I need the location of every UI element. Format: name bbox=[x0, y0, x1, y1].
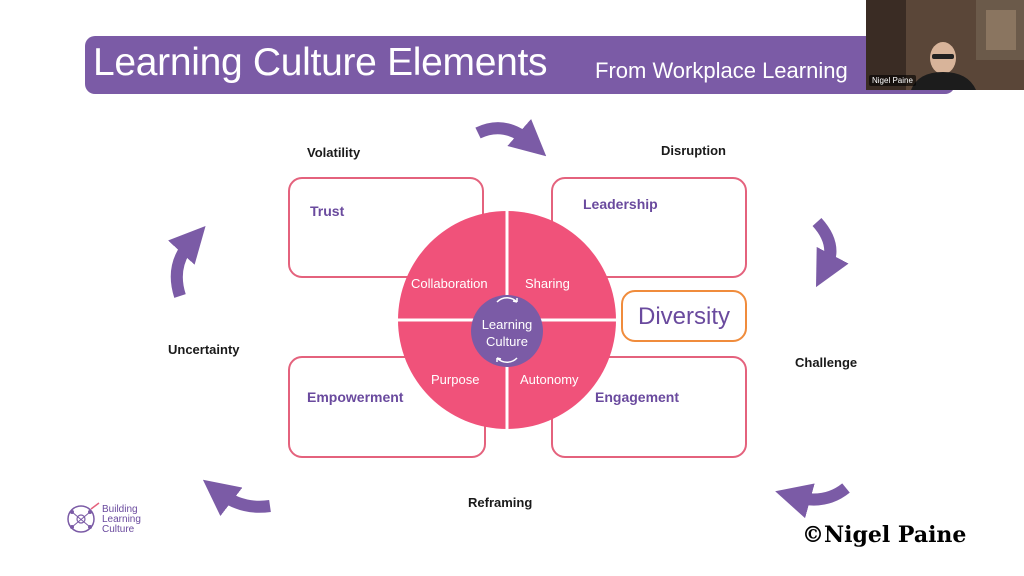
label-trust: Trust bbox=[310, 203, 345, 219]
logo-text-line2: Learning bbox=[102, 514, 141, 525]
slide-subtitle: From Workplace Learning bbox=[595, 58, 848, 83]
copyright-notice: ©Nigel Paine bbox=[802, 522, 967, 548]
arrow-top-icon bbox=[475, 118, 547, 157]
glasses bbox=[932, 54, 954, 59]
logo-text-line1: Building bbox=[102, 504, 138, 515]
label-diversity: Diversity bbox=[637, 303, 730, 330]
title-bar: Learning Culture Elements From Workplace… bbox=[85, 36, 955, 94]
logo-text-line3: Culture bbox=[102, 524, 135, 535]
arrow-right-icon bbox=[812, 217, 849, 288]
box-diversity: Diversity bbox=[621, 290, 747, 342]
quadrant-autonomy: Autonomy bbox=[520, 372, 579, 387]
label-empowerment: Empowerment bbox=[307, 389, 404, 405]
force-reframing: Reframing bbox=[468, 495, 533, 510]
quadrant-sharing: Sharing bbox=[525, 276, 570, 291]
person-shoulders bbox=[911, 72, 976, 90]
arrow-bottom-left-icon bbox=[202, 479, 271, 517]
label-engagement: Engagement bbox=[595, 389, 680, 405]
arrow-bottom-right-icon bbox=[775, 483, 850, 519]
label-leadership: Leadership bbox=[583, 196, 658, 212]
quadrant-collaboration: Collaboration bbox=[411, 276, 488, 291]
center-label-line2: Culture bbox=[486, 334, 528, 349]
webcam-video[interactable]: Nigel Paine bbox=[866, 0, 1024, 90]
force-disruption: Disruption bbox=[661, 143, 726, 158]
force-challenge: Challenge bbox=[795, 355, 858, 370]
center-label-line1: Learning bbox=[481, 317, 533, 332]
arrow-left-icon bbox=[167, 226, 206, 298]
center-circle bbox=[471, 295, 543, 367]
slide-title: Learning Culture Elements bbox=[93, 41, 548, 84]
force-uncertainty: Uncertainty bbox=[168, 342, 240, 357]
refresh-icon bbox=[496, 297, 518, 303]
quadrant-purpose: Purpose bbox=[431, 372, 480, 387]
force-volatility: Volatility bbox=[307, 145, 361, 160]
building-learning-culture-logo-icon bbox=[67, 502, 100, 533]
webcam-name-label: Nigel Paine bbox=[869, 75, 916, 86]
